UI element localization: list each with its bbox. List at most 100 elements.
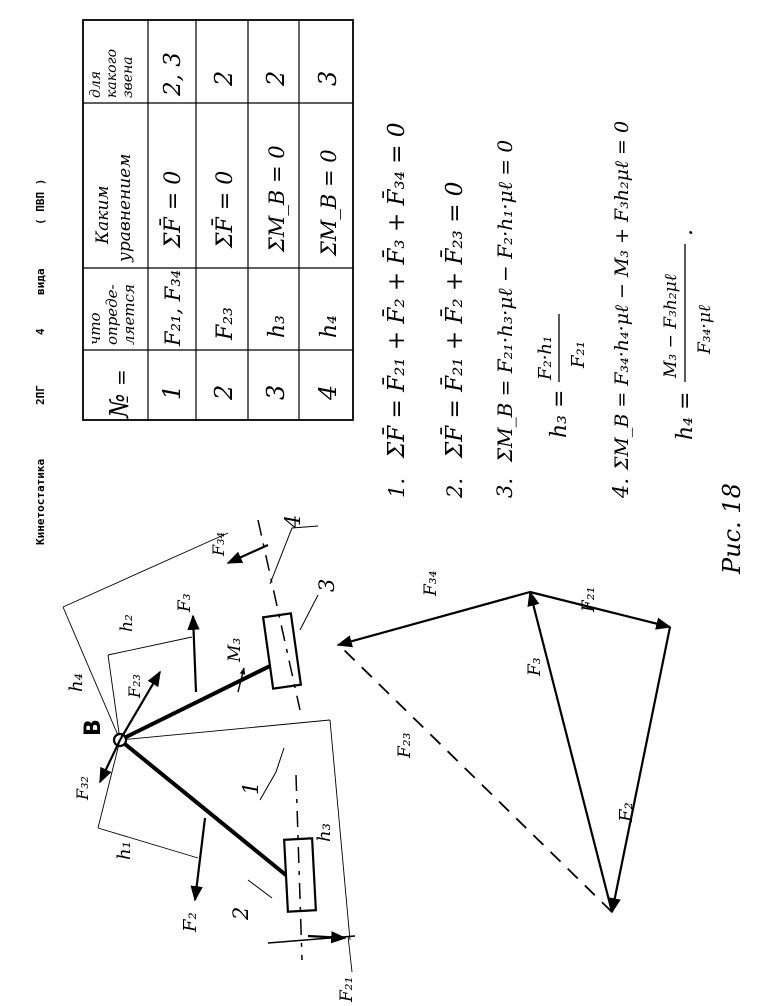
equation-4-text: ΣM_B = F₃₄·h₄·μℓ − M₃ + F₃h₂μℓ = 0: [611, 121, 633, 471]
force-polygon: [336, 590, 672, 914]
equation-2: 2. ΣF̄ = F̄₂₁ + F̄₂ + F̄₂₃ = 0: [441, 182, 468, 499]
label-link-2: 2: [229, 907, 253, 921]
polygon-labels: F₃₄ F₂₁ F₃ F₂₃ F₂: [395, 570, 637, 823]
slider-block-3: [261, 612, 303, 690]
label-arm-h3: h₃: [314, 823, 335, 842]
force-arrow-f23: [119, 670, 161, 741]
polygon-label-f2: F₂: [616, 802, 637, 823]
polygon-vector-f2: [608, 626, 672, 914]
equation-4: 4. ΣM_B = F₃₄·h₄·μℓ − M₃ + F₃h₂μℓ = 0: [609, 121, 633, 499]
label-force-f32: F₃₂: [73, 776, 92, 801]
table-header-number: №: [105, 393, 135, 419]
leader-link-3: [299, 594, 319, 631]
table-cell-what: h₄: [317, 315, 342, 338]
table-cell-what: h₃: [265, 315, 290, 338]
moment-arrow-m3: [237, 667, 246, 693]
equation-4-solution: h₄ = M₃ − F₃h₂μℓ F₃₄·μℓ .: [661, 229, 715, 440]
label-arm-h1: h₁: [114, 841, 135, 860]
polygon-vector-f3: [527, 590, 614, 913]
equation-3-number: 3.: [493, 478, 517, 498]
equation-3-solution: h₃ = F₂·h₁ F₂₁: [535, 314, 589, 438]
label-arm-h2: h₂: [117, 614, 137, 632]
slide-guide-bottom-ext: [347, 935, 353, 973]
table-cell-equation: ΣM_B = 0: [265, 145, 289, 253]
table-row: 1 F₂₁, F₃₄ ΣF̄ = 0 2, 3: [158, 52, 186, 400]
polygon-vector-f21: [529, 590, 672, 630]
polygon-label-f23: F₂₃: [395, 732, 415, 759]
equation-1-number: 1.: [385, 478, 409, 498]
leader-link-2: [247, 879, 273, 899]
sheet-header: Кинетостатика 2ПГ 4 вида ( ПВП ): [34, 179, 47, 545]
table-cell-equation: ΣM_B = 0: [317, 149, 341, 257]
polygon-label-f21: F₂₁: [579, 587, 599, 613]
polygon-vector-f34: [336, 590, 531, 648]
table-cell-what: F₂₁, F₃₄: [161, 270, 185, 347]
figure-caption: Рис. 18: [718, 483, 746, 575]
header-group: 2ПГ: [34, 385, 47, 405]
table-header-how-line1: Каким: [93, 186, 113, 246]
equation-4-solution-end: .: [673, 229, 698, 236]
table-header-link-line3: звена: [120, 56, 136, 98]
equation-4-solution-numerator: M₃ − F₃h₂μℓ: [661, 274, 681, 379]
extension-line: [97, 739, 121, 829]
table-cell-what: F₂₃: [213, 307, 238, 341]
label-force-f21: F₂₁: [337, 977, 357, 1003]
dimension-line-h2: [107, 636, 193, 656]
header-variant-word: вида: [34, 269, 47, 296]
table-header-number-sign: =: [109, 369, 133, 386]
table-header-what-line3: ляется: [120, 284, 138, 345]
equation-1-text: ΣF̄ = F̄₂₁ + F̄₂ + F̄₃ + F̄₃₄ = 0: [383, 123, 410, 459]
label-link-1: 1: [239, 782, 263, 795]
table-cell-number: 3: [262, 385, 290, 400]
label-moment-m3: M₃: [225, 638, 245, 663]
equation-4-solution-lhs: h₄ =: [673, 392, 698, 440]
link-2-bar: [118, 738, 294, 882]
equation-1: 1. ΣF̄ = F̄₂₁ + F̄₂ + F̄₃ + F̄₃₄ = 0: [383, 123, 410, 498]
table-cell-equation: ΣF̄ = 0: [211, 171, 238, 249]
table-header-cell-what: что опреде- ляется: [86, 284, 138, 345]
equation-3-solution-denominator: F₂₁: [568, 341, 589, 369]
table-row: 2 F₂₃ ΣF̄ = 0 2: [210, 71, 238, 401]
equation-4-solution-denominator: F₃₄·μℓ: [695, 305, 715, 355]
header-variant-number: 4: [34, 328, 47, 335]
force-arrow-f34: [226, 543, 269, 565]
table-header-cell-link: для какого звена: [88, 49, 136, 98]
dimension-line-h4: [62, 606, 121, 741]
table-header-cell-how: Каким уравнением: [93, 154, 135, 263]
equation-3: 3. ΣM_B = F₂₁·h₃·μℓ − F₂·h₁·μℓ = 0: [493, 140, 517, 498]
label-force-f3: F₃: [175, 593, 195, 613]
leader-link-4: [269, 525, 319, 585]
table-header-link-line2: какого: [104, 49, 120, 98]
table-row: 3 h₃ ΣM_B = 0 2: [262, 71, 290, 400]
table-cell-number: 1: [158, 385, 186, 400]
table-header-how-line2: уравнением: [115, 154, 135, 263]
table-cell-link: 2, 3: [160, 52, 186, 97]
analysis-table: [82, 19, 354, 421]
polygon-label-f3: F₃: [525, 657, 545, 677]
label-arm-h4: h₄: [66, 673, 87, 692]
link-3-bar: [119, 663, 273, 742]
table-cell-equation: ΣF̄ = 0: [159, 171, 186, 249]
equation-2-text: ΣF̄ = F̄₂₁ + F̄₂ + F̄₂₃ = 0: [441, 182, 468, 459]
label-link-4: 4: [281, 515, 305, 529]
extension-line: [107, 654, 121, 741]
table-header-link-line1: для: [88, 71, 104, 98]
header-type-code: ( ПВП ): [34, 179, 47, 225]
force-arrow-f32: [99, 739, 121, 784]
force-arrow-f2: [190, 817, 207, 902]
equation-4-number: 4.: [609, 478, 633, 499]
table-row: 4 h₄ ΣM_B = 0 3: [314, 71, 342, 401]
table-cell-number: 4: [314, 385, 342, 401]
dimension-line-h1: [97, 827, 199, 859]
table-header-what-line2: опреде-: [103, 284, 121, 345]
label-force-f34: F₃₄: [209, 532, 228, 557]
mechanism-diagram: [62, 519, 356, 973]
polygon-label-f34: F₃₄: [421, 570, 441, 597]
label-force-f23: F₂₃: [125, 674, 144, 699]
equation-3-text: ΣM_B = F₂₁·h₃·μℓ − F₂·h₁·μℓ = 0: [493, 140, 517, 463]
table-cell-link: 2: [262, 71, 290, 87]
mechanism-labels: B 1 2 3 4 F₃₄ F₃ h₂ h₄ F₂₃ M₃ F₃₂ h₁ F₂ …: [66, 515, 357, 1003]
equation-3-solution-numerator: F₂·h₁: [535, 336, 556, 381]
force-arrow-f21: [307, 931, 347, 944]
